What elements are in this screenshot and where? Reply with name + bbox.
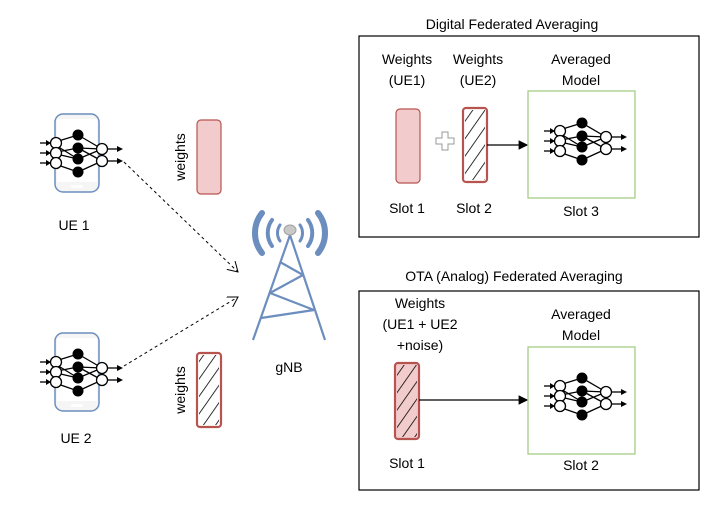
slot3-heading: Averaged <box>551 51 611 67</box>
slot1-label: Slot 1 <box>389 200 425 216</box>
slot2-label: Slot 2 <box>563 457 599 473</box>
weights-label: weights <box>172 366 188 414</box>
slot1-heading-sub: (UE1) <box>389 72 426 88</box>
weights-ue1-block <box>395 108 421 184</box>
ue2-label: UE 2 <box>60 430 91 446</box>
plus-icon <box>435 131 455 151</box>
slot1-label: Slot 1 <box>389 455 425 471</box>
weights-block <box>196 119 222 195</box>
ue1-device[interactable]: UE 1 <box>39 113 124 233</box>
ota-fedavg-panel: OTA (Analog) Federated Averaging Weights… <box>358 268 700 491</box>
slot2-heading-sub: (UE2) <box>460 72 497 88</box>
digital-fedavg-panel: Digital Federated Averaging Weights (UE1… <box>358 16 700 238</box>
weights-label: weights <box>172 133 188 181</box>
slot3-label: Slot 3 <box>563 203 599 219</box>
slot1-heading-sub2: +noise) <box>397 337 443 353</box>
slot3-heading-sub: Model <box>562 72 600 88</box>
panel-border <box>358 290 700 491</box>
uplink-arrow-ue2 <box>123 297 238 367</box>
slot1-heading-sub: (UE1 + UE2 <box>382 316 457 332</box>
gnb-tower-icon <box>251 210 329 341</box>
panel-border <box>358 35 700 238</box>
slot2-heading: Weights <box>453 51 503 67</box>
slot2-heading-sub: Model <box>562 327 600 343</box>
gnb-label: gNB <box>275 359 302 375</box>
slot1-heading: Weights <box>382 51 432 67</box>
ue1-label: UE 1 <box>58 217 89 233</box>
slot1-heading: Weights <box>395 295 445 311</box>
slot2-heading: Averaged <box>551 306 611 322</box>
digital-title: Digital Federated Averaging <box>426 16 599 32</box>
ota-title: OTA (Analog) Federated Averaging <box>405 268 622 284</box>
ue2-device[interactable]: UE 2 <box>39 332 124 446</box>
weights-ue1: weights <box>172 119 222 195</box>
uplink-arrow-ue1 <box>123 161 238 272</box>
weights-ue2: weights <box>172 351 223 429</box>
slot2-label: Slot 2 <box>456 200 492 216</box>
